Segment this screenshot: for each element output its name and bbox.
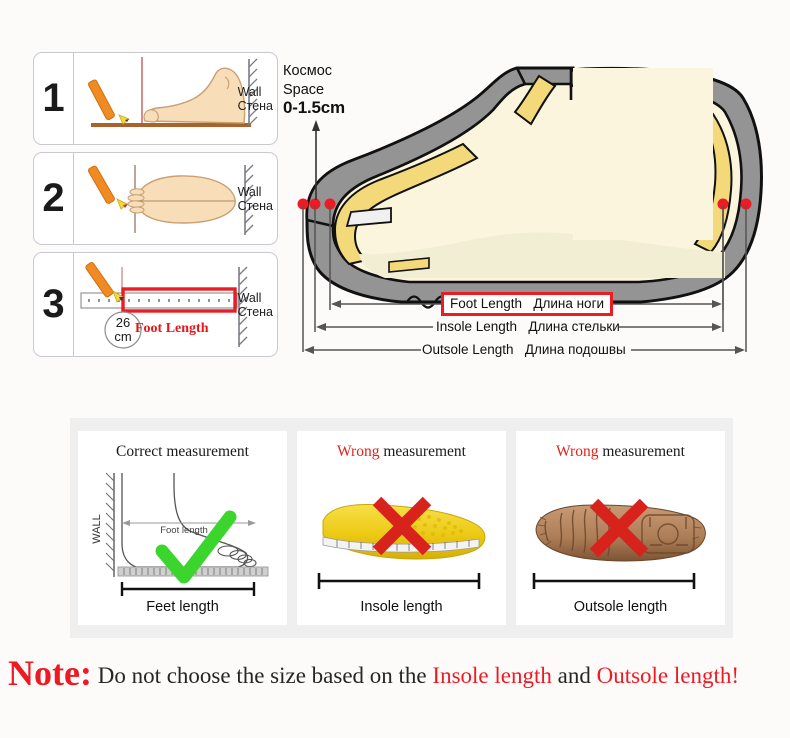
note-banner: Note: Do not choose the size based on th… [8, 652, 786, 694]
step-illustration-1 [73, 53, 277, 144]
card-title-suffix-insole: measurement [379, 443, 466, 460]
card-caption-outsole: Outsole length [573, 599, 668, 615]
card-illustration-insole [297, 465, 506, 605]
step-illustration-3: 26 cm [73, 253, 277, 356]
ruler-measure-icon: 26 cm [80, 262, 248, 349]
dimension-outsole-length-ru: Длина подошвы [524, 342, 626, 357]
space-annotation: Космос Space 0-1.5cm [283, 62, 413, 119]
wall-label-en-2: Wall [237, 184, 262, 199]
card-title-prefix-outsole: Wrong [556, 443, 599, 460]
wall-label-ru-3: Стена [237, 304, 273, 319]
wall-vertical-label: WALL [91, 514, 103, 544]
foot-against-wall-icon: WALL [91, 472, 269, 596]
card-title-suffix-correct: measurement [162, 443, 249, 460]
wall-label-en-3: Wall [237, 290, 262, 305]
step-illustration-2 [73, 153, 277, 244]
comparison-card-outsole: Wrong measurement [516, 431, 725, 625]
wall-label-1: Wall Стена [238, 85, 273, 113]
space-arrow-head [312, 120, 320, 131]
note-red-insole: Insole length [432, 663, 552, 688]
card-title-insole: Wrong measurement [297, 443, 506, 461]
note-text-part1: Do not choose the size based on the [91, 663, 433, 688]
dimension-foot-length-en: Foot Length [450, 296, 523, 311]
card-title-outsole: Wrong measurement [516, 443, 725, 461]
space-label-en: Space [283, 81, 325, 98]
foot-length-highlight-label: Foot Length [135, 321, 209, 336]
pencil-icon [87, 165, 128, 210]
pencil-icon [87, 79, 130, 125]
note-text-part3: ! [731, 663, 740, 688]
dimension-foot-length-ru: Длина ноги [533, 296, 605, 311]
shoe-cross-section-illustration [297, 66, 763, 354]
wall-label-2: Wall Стена [238, 185, 273, 213]
dimension-insole-length-en: Insole Length [436, 319, 518, 334]
space-value: 0-1.5cm [283, 98, 345, 117]
note-text-part2: and [551, 663, 597, 688]
dimension-label-insole-length: Insole Length Длина стельки [436, 319, 620, 334]
comparison-panel: Correct measurement WALL [70, 418, 733, 638]
cross-mark-icon [589, 498, 649, 558]
marker-dot-insole-left [309, 198, 321, 210]
comparison-card-correct: Correct measurement WALL [78, 431, 287, 625]
step-number-3: 3 [34, 253, 74, 356]
marker-dot-foot-left [324, 198, 336, 210]
dimension-insole-length-ru: Длина стельки [528, 319, 620, 334]
card-caption-insole: Insole length [360, 599, 443, 615]
wall-label-ru-2: Стена [237, 198, 273, 213]
dimension-label-outsole-length: Outsole Length Длина подошвы [422, 342, 626, 357]
marker-dot-foot-right [717, 198, 729, 210]
step-card-2: 2 [33, 152, 278, 245]
step-number-1: 1 [34, 53, 74, 144]
card-title-prefix-correct: Correct [116, 443, 163, 460]
step-card-3: 3 [33, 252, 278, 357]
dimension-label-foot-length: Foot Length Длина ноги [441, 292, 614, 316]
measurement-steps-panel: 1 [33, 52, 278, 357]
note-red-outsole: Outsole length [596, 663, 732, 688]
ruler-value-unit: cm [114, 329, 131, 344]
foot-top-view-icon [87, 164, 254, 235]
card-title-correct: Correct measurement [78, 443, 287, 461]
shoe-cutaway-diagram: Космос Space 0-1.5cm [281, 40, 781, 360]
step-number-2: 2 [34, 153, 74, 244]
brown-outsole-icon [532, 498, 706, 589]
wall-label-en-1: Wall [237, 84, 262, 99]
space-label-ru: Космос [283, 63, 333, 79]
inner-foot-length-label: Foot length [160, 525, 208, 536]
ruler-value-number: 26 [116, 315, 130, 330]
marker-dot-outsole-right [740, 198, 752, 210]
cross-mark-icon [372, 496, 432, 556]
card-title-suffix-outsole: measurement [598, 443, 685, 460]
note-lead: Note: [8, 653, 92, 693]
pencil-icon [85, 262, 124, 303]
marker-dot-outsole-left [297, 198, 309, 210]
wall-label-3: Wall Стена [238, 291, 273, 319]
step-card-1: 1 [33, 52, 278, 145]
comparison-card-insole: Wrong measurement [297, 431, 506, 625]
card-title-prefix-insole: Wrong [337, 443, 380, 460]
card-illustration-outsole [516, 465, 725, 605]
card-caption-correct: Feet length [146, 599, 219, 615]
foot-side-view-icon [87, 57, 258, 127]
wall-label-ru-1: Стена [237, 98, 273, 113]
check-mark-icon [155, 510, 237, 584]
card-illustration-correct: WALL [78, 465, 287, 605]
dimension-outsole-length-en: Outsole Length [422, 342, 514, 357]
yellow-insole-icon [317, 496, 486, 589]
